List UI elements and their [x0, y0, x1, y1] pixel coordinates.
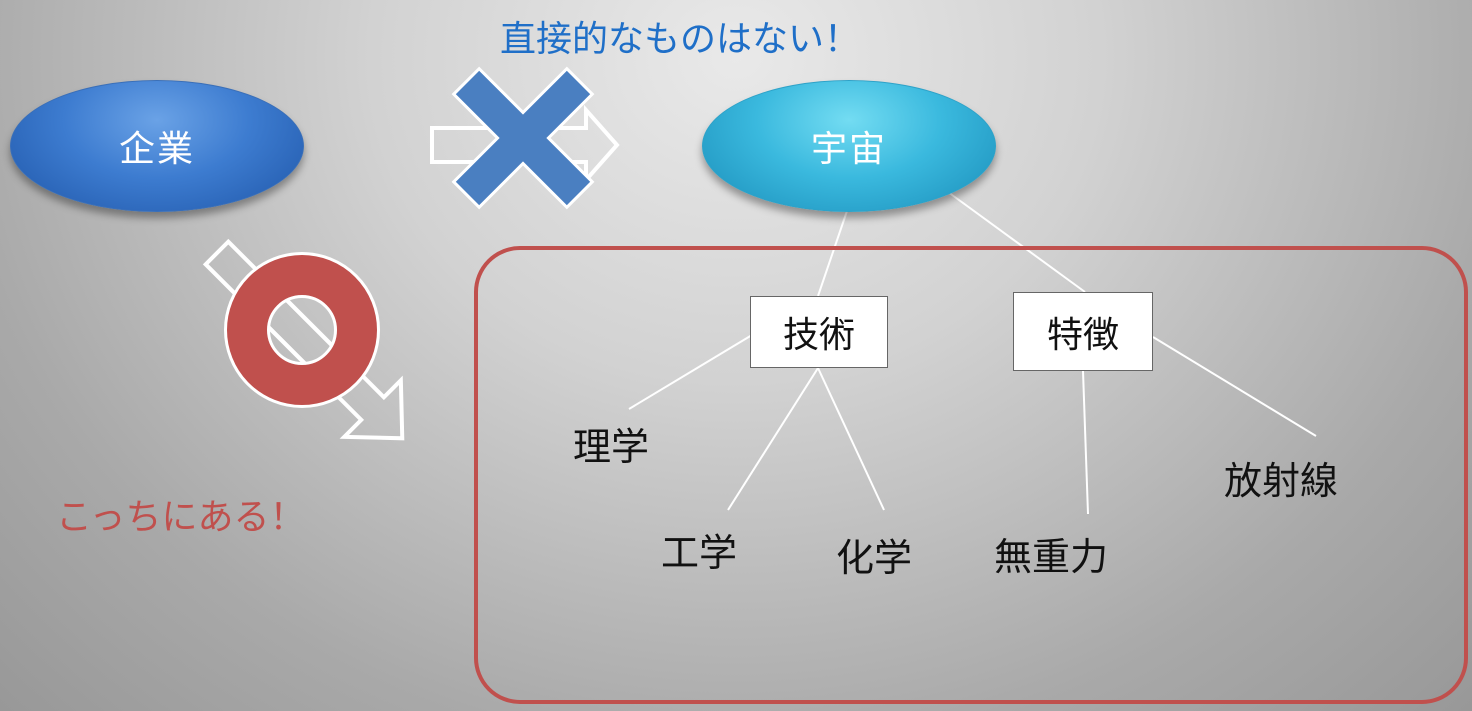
line-technology-to-physics: [628, 334, 753, 410]
company-label: 企業: [118, 129, 195, 170]
features-label: 特徴: [1046, 314, 1119, 356]
leaf-chemistry: 化学: [836, 536, 913, 580]
related-fields-frame: [474, 246, 1468, 704]
technology-box: 技術: [750, 296, 888, 368]
line-features-to-radiation: [1152, 336, 1317, 437]
no-direct-link-note: 直接的なものはない！: [500, 19, 861, 60]
space-label: 宇宙: [810, 129, 887, 170]
line-space-to-technology: [817, 207, 849, 297]
line-technology-to-engineering: [727, 367, 819, 511]
link-exists-note: こっちにある！: [56, 497, 306, 538]
line-features-to-zero-gravity: [1082, 370, 1089, 515]
leaf-physics: 理学: [573, 425, 650, 469]
technology-label: 技術: [782, 315, 855, 356]
leaf-radiation: 放射線: [1224, 459, 1339, 503]
leaf-engineering: 工学: [661, 531, 738, 575]
leaf-zero-gravity: 無重力: [994, 535, 1109, 579]
space-node: 宇宙: [702, 80, 996, 212]
company-node: 企業: [10, 80, 304, 212]
features-box: 特徴: [1013, 292, 1153, 371]
line-technology-to-chemistry: [817, 367, 885, 511]
line-space-to-features: [947, 191, 1086, 293]
